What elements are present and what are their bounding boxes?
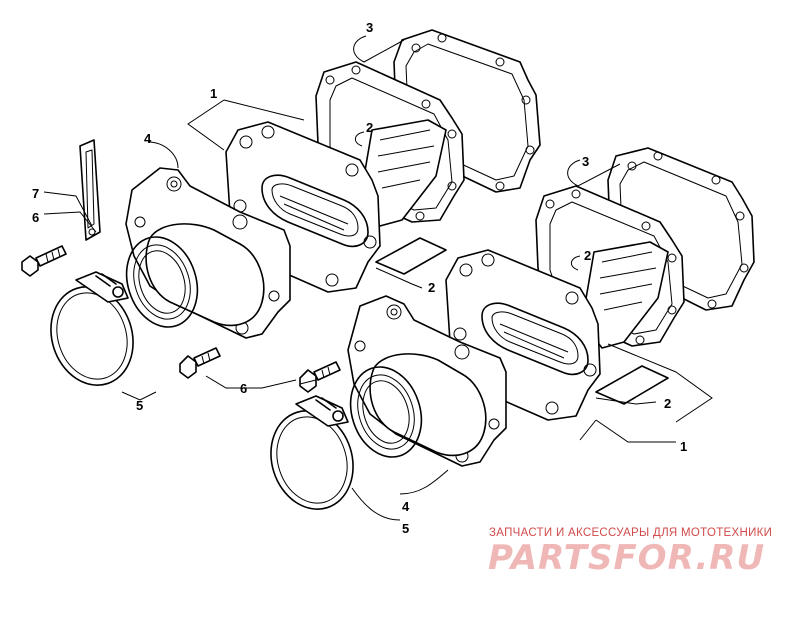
callout-labels: 1 1 2 2 2 2 3 3 4 4 5 5 6 6 7: [32, 20, 687, 536]
reed-petal-upper-bottom: [375, 237, 447, 275]
watermark-caption: ЗАПЧАСТИ И АКСЕССУАРЫ ДЛЯ МОТОТЕХНИКИ: [489, 527, 773, 539]
hose-clamp-upper: [50, 271, 134, 386]
callout-2-upper-bottom: 2: [428, 280, 435, 295]
callout-3-upper: 3: [366, 20, 373, 35]
watermark-logo: PARTSFOR.RU: [488, 538, 766, 578]
bolt-middle: [179, 347, 221, 379]
intake-boot-lower: [347, 295, 507, 467]
bolt-upper-left: [21, 245, 67, 277]
upper-assembly: [21, 29, 541, 401]
bolt-lower: [299, 361, 341, 393]
hose-clamp-lower: [270, 395, 354, 510]
callout-4-upper: 4: [144, 131, 152, 146]
callout-6-upper: 6: [32, 210, 39, 225]
callout-5-upper: 5: [136, 398, 143, 413]
callout-7: 7: [32, 186, 39, 201]
callout-2-lower-bottom: 2: [664, 396, 671, 411]
reed-petal-lower-bottom: [595, 365, 669, 405]
intake-boot-upper: [125, 167, 291, 339]
callout-3-lower: 3: [582, 154, 589, 169]
callout-1-upper: 1: [210, 86, 217, 101]
callout-2-lower-top: 2: [584, 248, 591, 263]
callout-5-lower: 5: [402, 521, 409, 536]
callout-1-lower: 1: [680, 439, 687, 454]
lower-assembly: [270, 147, 755, 521]
callout-4-lower: 4: [402, 499, 410, 514]
bracket-upper: [79, 139, 101, 241]
callout-6-middle: 6: [240, 381, 247, 396]
callout-2-upper-top: 2: [366, 120, 373, 135]
